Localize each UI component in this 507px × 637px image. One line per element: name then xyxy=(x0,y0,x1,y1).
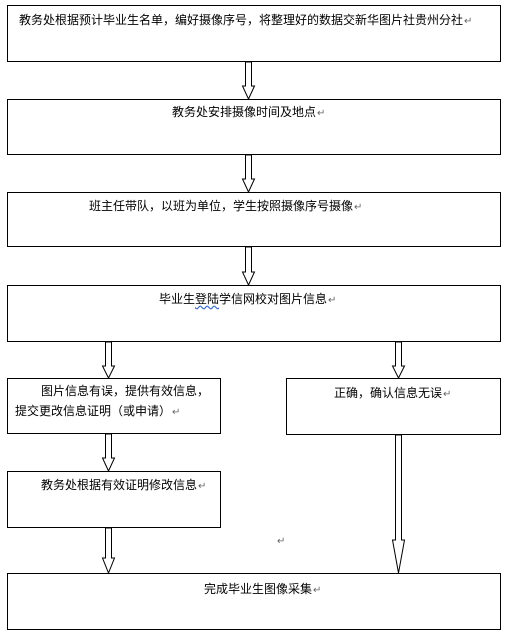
arrow-1-to-2 xyxy=(241,61,256,101)
step-2-text: 教务处安排摄像时间及地点↵ xyxy=(172,104,325,122)
paragraph-mark-icon: ↵ xyxy=(317,108,326,119)
step-box-4 xyxy=(7,285,501,342)
step-correct-label: 正确，确认信息无误 xyxy=(334,386,443,400)
paragraph-mark-icon: ↵ xyxy=(198,481,207,492)
step-4-label-post: 学信网校对图片信息 xyxy=(219,292,328,306)
step-1-text: 教务处根据预计毕业生名单，编好摄像序号，将整理好的数据交新华图片社贵州分社↵ xyxy=(19,12,472,30)
step-error-label-1: 图片信息有误，提供有效信息， xyxy=(41,384,210,398)
step-1-label: 教务处根据预计毕业生名单，编好摄像序号，将整理好的数据交新华图片社贵州分社 xyxy=(19,13,464,27)
paragraph-mark-icon: ↵ xyxy=(443,389,452,400)
step-modify-label: 教务处根据有效证明修改信息 xyxy=(41,478,198,492)
paragraph-mark-icon: ↵ xyxy=(172,407,181,418)
step-complete-label: 完成毕业生图像采集 xyxy=(204,582,313,596)
step-3-text: 班主任带队，以班为单位，学生按照摄像序号摄像↵ xyxy=(89,198,362,216)
step-error-label-2: 提交更改信息证明（或申请） xyxy=(15,404,172,418)
step-box-1 xyxy=(7,5,501,62)
step-3-label: 班主任带队，以班为单位，学生按照摄像序号摄像 xyxy=(89,199,354,213)
step-error-line-1: 图片信息有误，提供有效信息， xyxy=(41,383,209,400)
step-box-3 xyxy=(7,192,501,247)
step-modify-text: 教务处根据有效证明修改信息↵ xyxy=(41,477,206,495)
arrow-modify-to-complete xyxy=(101,527,116,575)
arrow-4-to-correct xyxy=(391,341,406,380)
paragraph-mark-icon: ↵ xyxy=(464,16,473,27)
step-box-2 xyxy=(7,99,501,155)
paragraph-mark-icon: ↵ xyxy=(313,585,322,596)
step-4-text: 毕业生登陆学信网校对图片信息↵ xyxy=(159,291,336,309)
step-complete-text: 完成毕业生图像采集↵ xyxy=(204,581,321,599)
arrow-error-to-modify xyxy=(101,433,116,473)
step-box-correct xyxy=(286,378,501,435)
stray-paragraph-mark-icon: ↵ xyxy=(277,536,286,547)
step-box-error xyxy=(7,378,221,434)
spellcheck-squiggle-word: 登陆 xyxy=(195,292,220,306)
step-box-complete xyxy=(7,573,501,630)
arrow-3-to-4 xyxy=(241,246,256,287)
arrow-2-to-3 xyxy=(241,154,256,194)
step-2-label: 教务处安排摄像时间及地点 xyxy=(172,105,317,119)
paragraph-mark-icon: ↵ xyxy=(328,295,337,306)
step-box-modify xyxy=(7,471,221,528)
step-error-line-2: 提交更改信息证明（或申请）↵ xyxy=(15,403,180,421)
arrow-correct-to-complete xyxy=(391,434,406,574)
step-4-label-pre: 毕业生 xyxy=(159,292,196,306)
arrow-4-to-error xyxy=(101,341,116,380)
paragraph-mark-icon: ↵ xyxy=(354,202,363,213)
step-correct-text: 正确，确认信息无误↵ xyxy=(334,385,451,403)
